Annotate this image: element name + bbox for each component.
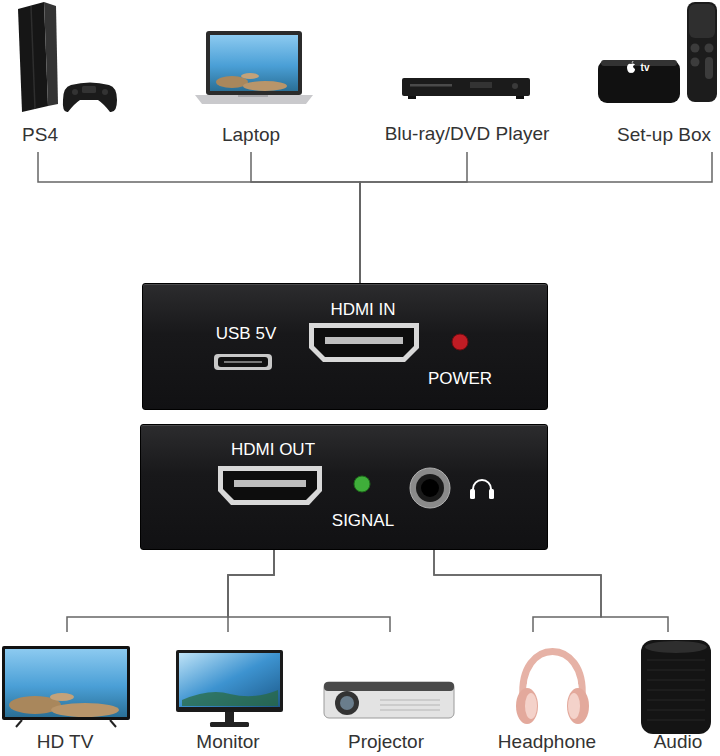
hd-tv bbox=[2, 646, 130, 727]
signal-led bbox=[354, 476, 370, 492]
source-device: Laptop bbox=[190, 25, 315, 152]
headphone-symbol bbox=[470, 480, 494, 499]
device-label: PS4 bbox=[22, 124, 58, 146]
device-label: Monitor bbox=[196, 731, 259, 753]
device-label: Blu-ray/DVD Player bbox=[385, 123, 550, 145]
device-label: HD TV bbox=[37, 731, 94, 753]
device-label: Audio bbox=[654, 731, 703, 753]
audio-device: Audio bbox=[630, 632, 718, 754]
display-device: Projector bbox=[322, 632, 456, 754]
signal-line bbox=[228, 550, 274, 632]
audio-jack bbox=[410, 468, 450, 508]
hdmi-in-port bbox=[309, 323, 419, 362]
signal-line bbox=[360, 152, 467, 283]
source-device: Blu-ray/DVD Player bbox=[378, 70, 558, 152]
signal-line bbox=[228, 550, 390, 632]
signal-line bbox=[434, 550, 601, 632]
source-device: PS4 bbox=[8, 0, 128, 152]
power-led bbox=[452, 334, 468, 350]
signal-line bbox=[434, 550, 668, 632]
source-device: Set-up Box bbox=[600, 0, 718, 152]
hdmi-out-port bbox=[218, 466, 322, 505]
output-panel: HDMI OUT SIGNAL bbox=[140, 424, 548, 550]
panel-label: HDMI IN bbox=[330, 300, 395, 320]
ps4-console bbox=[18, 2, 117, 112]
logo-text: tv bbox=[641, 62, 650, 74]
micro-usb-port bbox=[214, 354, 272, 370]
set-top-box bbox=[598, 2, 717, 103]
laptop bbox=[195, 31, 313, 104]
signal-line bbox=[67, 550, 274, 632]
speaker bbox=[641, 640, 711, 734]
monitor bbox=[176, 650, 283, 727]
signal-line bbox=[360, 152, 712, 283]
panel-label: POWER bbox=[428, 369, 492, 389]
panel-label: USB 5V bbox=[216, 324, 276, 344]
device-label: Headphone bbox=[498, 731, 596, 753]
device-label: Projector bbox=[348, 731, 424, 753]
device-label: Set-up Box bbox=[617, 124, 711, 146]
panel-label: SIGNAL bbox=[332, 511, 394, 531]
signal-line bbox=[38, 152, 360, 283]
panel-label: HDMI OUT bbox=[231, 440, 315, 460]
signal-line bbox=[251, 152, 360, 283]
device-label: Laptop bbox=[222, 124, 280, 146]
bluray-player bbox=[402, 78, 530, 99]
audio-device: Headphone bbox=[492, 632, 604, 754]
headphone bbox=[516, 652, 589, 725]
projector bbox=[324, 682, 454, 718]
display-device: HD TV bbox=[2, 632, 132, 754]
display-device: Monitor bbox=[168, 632, 288, 754]
